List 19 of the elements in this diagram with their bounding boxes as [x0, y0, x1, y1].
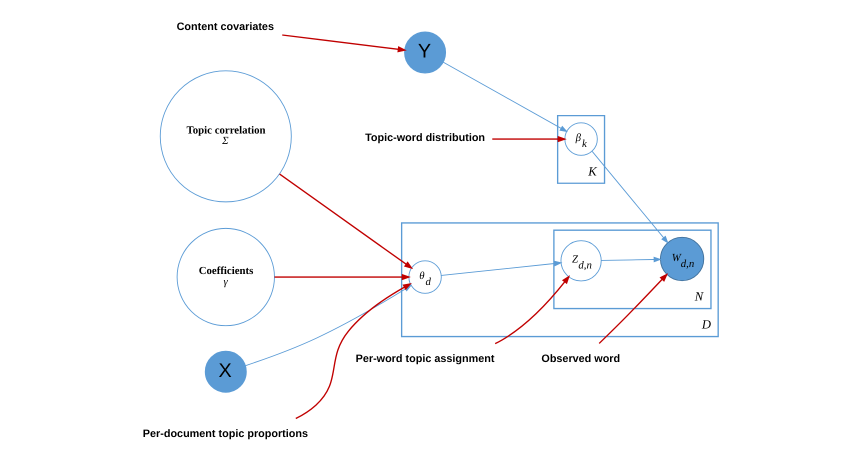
arrow: [274, 274, 411, 280]
arrow: [440, 260, 562, 276]
arrow: [282, 34, 407, 52]
arrow: [442, 62, 568, 132]
node-text: Observed word: [541, 352, 620, 365]
node-circle: Y: [404, 32, 446, 74]
node-circle: Topic correlation Σ: [160, 70, 292, 202]
node-text: Per-word topic assignment: [356, 352, 494, 365]
node-text: Topic-word distribution: [365, 132, 486, 144]
arrow: [598, 273, 668, 344]
node-circle: X: [204, 350, 247, 393]
arrow: [600, 256, 662, 262]
arrow: [492, 136, 567, 142]
arrow: [494, 275, 570, 344]
node-text: Content covariates: [176, 21, 274, 34]
arrow: [592, 151, 669, 244]
node-circle: Coefficients γ: [176, 228, 275, 326]
arrow: [279, 174, 414, 270]
node-text: Per-document topic proportions: [142, 428, 308, 440]
